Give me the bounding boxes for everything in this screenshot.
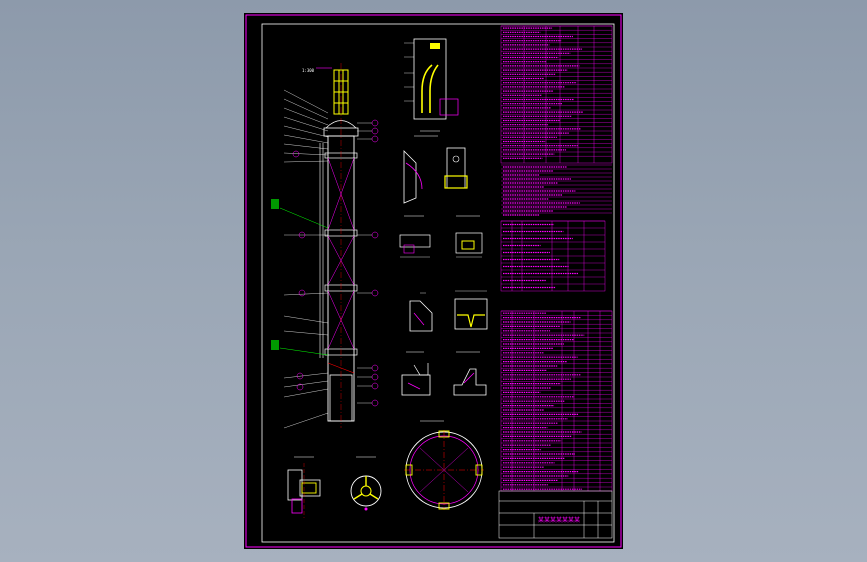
detail-weld-f: [453, 351, 487, 396]
nozzle-rows: [501, 220, 605, 289]
column-elevation: 1:300: [271, 63, 379, 429]
detail-flange-a: [399, 215, 431, 258]
cad-drawing: 1:300: [245, 14, 622, 548]
detail-flange-b: [455, 215, 483, 258]
parts-rows: [501, 310, 612, 490]
detail-weld-d: [454, 290, 488, 330]
title-block: [498, 490, 613, 539]
section-plan-view: [404, 420, 484, 510]
scale-label: 1:300: [302, 68, 315, 73]
technical-data-table: [500, 25, 613, 164]
detail-weld-c: [409, 292, 433, 332]
drawing-sheet: 1:300: [244, 13, 623, 549]
outer-frame: [245, 14, 622, 548]
inner-frame: [261, 23, 615, 543]
title-block-name: 某某某某某某某: [538, 517, 580, 524]
detail-distributor: [350, 456, 382, 511]
technical-data-rows: [501, 25, 612, 159]
detail-weld-e: [401, 351, 431, 396]
detail-top-nozzle: [404, 38, 459, 132]
detail-support-lug: [403, 135, 468, 204]
technical-requirements-notes: [501, 164, 612, 216]
detail-hub: [287, 456, 321, 518]
